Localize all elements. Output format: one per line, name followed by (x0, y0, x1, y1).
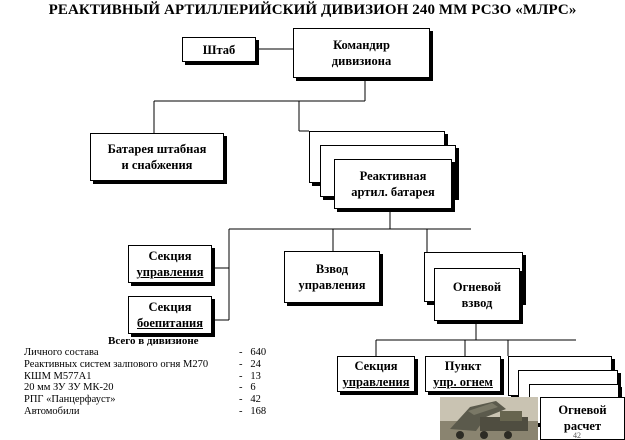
control-platoon-label-1: Взвод (315, 262, 349, 276)
fp-control-section-label-1: Секция (354, 359, 398, 373)
battery-staff-label-2: и снабжения (121, 158, 193, 172)
diagram-title: РЕАКТИВНЫЙ АРТИЛЛЕРИЙСКИЙ ДИВИЗИОН 240 М… (48, 2, 577, 18)
shtab-label: Штаб (202, 42, 236, 57)
totals-label: Реактивных систем залпового огня М270 (24, 358, 209, 370)
control-platoon-label-2: управления (298, 278, 366, 292)
control-platoon-box: Взвод управления (284, 251, 380, 303)
totals-list: Личного состава - 640 Реактивных систем … (24, 347, 284, 418)
totals-row-aa-guns: 20 мм ЗУ ЗУ МК-20 - 6 (24, 382, 284, 394)
totals-title: Всего в дивизионе (108, 335, 199, 347)
totals-value: - 168 (239, 405, 267, 417)
totals-label: Личного состава (24, 347, 99, 358)
control-section-box: Секция управления (128, 245, 212, 283)
fire-platoon-label-1: Огневой (452, 279, 502, 294)
fp-control-section-box: Секция управления (337, 356, 415, 392)
fire-platoon-box: Огневой взвод (434, 268, 520, 321)
commander-label-1: Командир (333, 38, 390, 52)
totals-row-mlrs: Реактивных систем залпового огня М270 - … (24, 359, 284, 371)
totals-row-personnel: Личного состава - 640 (24, 347, 284, 359)
shtab-box: Штаб (182, 37, 256, 62)
page-number: 42 (573, 431, 581, 440)
fp-control-section-label-2: управления (342, 375, 410, 389)
fire-control-point-label-2: упр. огнем (433, 375, 493, 389)
totals-label: 20 мм ЗУ ЗУ МК-20 (24, 382, 114, 394)
battery-staff-box: Батарея штабная и снабжения (90, 133, 224, 181)
fire-control-point-label-1: Пункт (444, 359, 482, 373)
supply-section-label-1: Секция (148, 300, 192, 314)
fire-control-point-box: Пункт упр. огнем (425, 356, 501, 392)
supply-section-label-2: боепитания (137, 316, 203, 330)
control-section-label-2: управления (136, 265, 204, 279)
totals-label: КШМ М577А1 (24, 370, 92, 382)
totals-row-rpg: РПГ «Панцерфауст» - 42 (24, 394, 284, 406)
control-section-label-1: Секция (148, 249, 192, 263)
totals-row-vehicles: Автомобили - 168 (24, 406, 284, 418)
totals-value: - 640 (239, 347, 267, 358)
totals-label: Автомобили (24, 405, 80, 417)
fire-crew-label-2: расчет (563, 419, 602, 433)
battery-staff-label-1: Батарея штабная (107, 142, 207, 156)
totals-value: - 24 (239, 358, 261, 370)
commander-box: Командир дивизиона (293, 28, 430, 78)
totals-value: - 13 (239, 370, 261, 382)
supply-section-box: Секция боепитания (128, 296, 212, 334)
fire-crew-label-1: Огневой (558, 403, 607, 417)
fire-crew-box: Огневой расчет (540, 397, 625, 440)
rocket-battery-label-1: Реактивная (359, 169, 427, 183)
totals-value: - 6 (239, 382, 256, 394)
rocket-battery-box: Реактивная артил. батарея (334, 159, 452, 209)
mlrs-vehicle-image (440, 397, 538, 440)
commander-label-2: дивизиона (331, 54, 392, 68)
totals-label: РПГ «Панцерфауст» (24, 394, 116, 406)
totals-value: - 42 (239, 394, 261, 406)
rocket-battery-label-2: артил. батарея (351, 185, 435, 199)
totals-row-command-vehicles: КШМ М577А1 - 13 (24, 371, 284, 383)
fire-platoon-label-2: взвод (461, 295, 493, 310)
